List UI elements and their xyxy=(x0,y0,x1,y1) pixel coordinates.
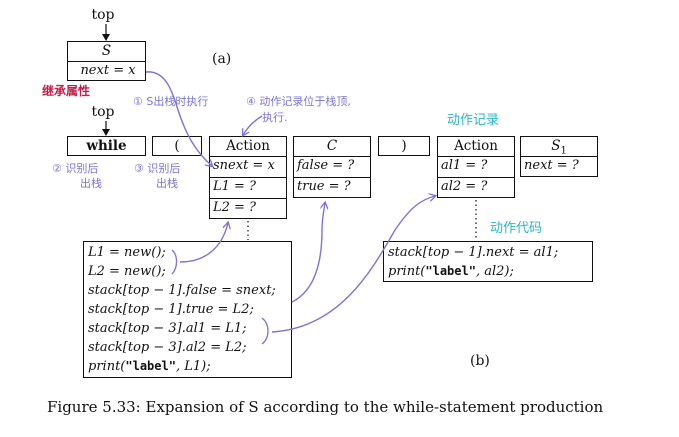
code-left-print-fn: print( xyxy=(88,359,126,374)
code-left-print-string: "label" xyxy=(125,359,176,373)
arrow-stack3-to-action2 xyxy=(271,196,435,333)
arrow-stack1-to-c xyxy=(291,203,325,303)
s1-next: next = ? xyxy=(521,156,597,174)
annot-step2-a: ② 识别后 xyxy=(52,162,99,175)
stack-b-rparen: ) xyxy=(378,136,430,156)
c-header: C xyxy=(326,138,338,154)
lparen-header: ( xyxy=(174,138,180,154)
annot-step2-b: 出栈 xyxy=(80,177,102,190)
stack-b-action-1: Action snext = x L1 = ? L2 = ? xyxy=(209,136,287,219)
stack-a-symbol: S xyxy=(101,43,112,59)
part-label-a: (a) xyxy=(212,51,232,67)
code-box-right: stack[top − 1].next = al1; print("label"… xyxy=(383,241,593,282)
annot-step3-a: ③ 识别后 xyxy=(134,162,181,175)
stack-b-lparen: ( xyxy=(152,136,202,156)
stack-b-c: C false = ? true = ? xyxy=(293,136,371,198)
code-right-print-string: "label" xyxy=(425,264,476,278)
arrow-next-to-snext xyxy=(145,71,212,166)
stack-a-record: S next = x xyxy=(67,41,146,81)
part-label-b: (b) xyxy=(470,353,490,369)
annot-step4-b: 执行. xyxy=(262,111,288,124)
code-box-left: L1 = new(); L2 = new(); stack[top − 1].f… xyxy=(83,241,292,378)
c-false: false = ? xyxy=(294,156,370,174)
annot-action-record: 动作记录 xyxy=(447,113,500,128)
c-true: true = ? xyxy=(294,177,370,195)
action2-al2: al2 = ? xyxy=(438,177,514,195)
code-right-line-2: print("label", al2); xyxy=(388,262,514,281)
annot-step3-b: 出栈 xyxy=(156,177,178,190)
code-left-line-2: L2 = new(); xyxy=(88,264,166,279)
code-left-line-1: L1 = new(); xyxy=(88,245,166,260)
top-label-b: top xyxy=(91,104,115,120)
s1-symbol: S xyxy=(551,138,561,154)
annot-step1: ① S出栈时执行 xyxy=(133,95,209,108)
code-right-print-args: , al2); xyxy=(475,264,514,279)
bracket-l1-l2 xyxy=(171,249,178,275)
bracket-stack3 xyxy=(261,317,269,345)
action1-header: Action xyxy=(226,138,270,154)
stack-b-while: while xyxy=(67,136,146,156)
stack-b-s1: S1 next = ? xyxy=(520,136,598,177)
rparen-header: ) xyxy=(401,138,407,154)
stack-a-next-attr: next = x xyxy=(68,61,145,79)
code-left-line-7: print("label", L1); xyxy=(88,357,211,376)
code-left-line-4: stack[top − 1].true = L2; xyxy=(88,302,254,317)
code-left-line-3: stack[top − 1].false = snext; xyxy=(88,283,276,298)
arrow-step4-to-action xyxy=(243,115,263,135)
annot-inherited-attr: 继承属性 xyxy=(42,84,91,98)
annot-action-code: 动作代码 xyxy=(490,221,543,236)
code-right-print-fn: print( xyxy=(388,264,426,279)
code-left-line-6: stack[top − 3].al2 = L2; xyxy=(88,340,247,355)
while-header: while xyxy=(86,138,127,154)
code-left-print-args: , L1); xyxy=(175,359,211,374)
code-left-line-5: stack[top − 3].al1 = L1; xyxy=(88,321,247,336)
code-right-line-1: stack[top − 1].next = al1; xyxy=(388,245,559,260)
s1-header: S1 xyxy=(521,137,597,161)
action1-snext: snext = x xyxy=(210,156,286,174)
arrow-l1-l2-to-action xyxy=(179,223,228,263)
figure-caption: Figure 5.33: Expansion of S according to… xyxy=(47,398,604,416)
stack-b-action-2: Action al1 = ? al2 = ? xyxy=(437,136,515,198)
s1-subscript: 1 xyxy=(560,145,567,157)
action1-l2: L2 = ? xyxy=(210,198,286,216)
top-label-a: top xyxy=(91,7,115,23)
action1-l1: L1 = ? xyxy=(210,177,286,195)
action2-header: Action xyxy=(454,138,498,154)
annot-step4-a: ④ 动作记录位于栈顶, xyxy=(246,95,351,108)
action2-al1: al1 = ? xyxy=(438,156,514,174)
